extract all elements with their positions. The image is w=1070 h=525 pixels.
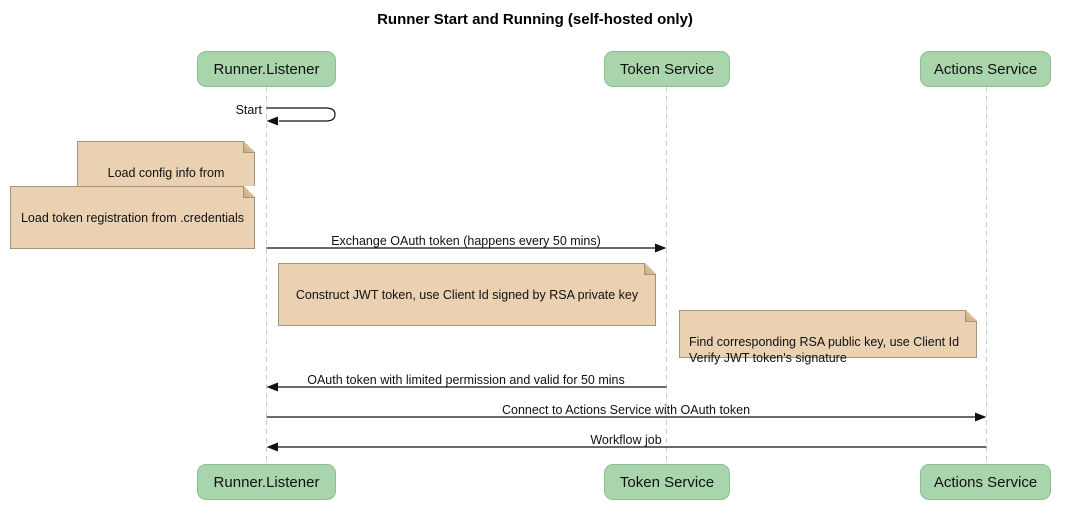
message-label-oauth-token-return: OAuth token with limited permission and … [307,373,625,387]
participant-bottom-token-service: Token Service [604,464,730,500]
participant-bottom-runner-listener: Runner.Listener [197,464,336,500]
note-fold [965,310,977,322]
arrowhead-connect-actions-service [975,412,987,422]
note-text: Load token registration from .credential… [20,211,245,225]
participant-top-token-service: Token Service [604,51,730,87]
message-label-start: Start [235,103,262,117]
note-fold [644,263,656,275]
note-verify-jwt: Find corresponding RSA public key, use C… [679,310,977,365]
note-text: Find corresponding RSA public key, use C… [689,335,960,365]
participant-top-actions-service: Actions Service [920,51,1051,87]
message-label-connect-actions-service: Connect to Actions Service with OAuth to… [501,403,751,417]
note-fold [243,141,255,153]
arrowhead-workflow-job [266,442,278,452]
note-text: Construct JWT token, use Client Id signe… [295,288,639,302]
note-fold [243,186,255,198]
arrowhead-exchange-oauth-token [655,243,667,253]
arrowhead-self-message [266,116,278,126]
message-label-exchange-oauth-token: Exchange OAuth token (happens every 50 m… [331,234,601,248]
participant-top-runner-listener: Runner.Listener [197,51,336,87]
self-message-loop [266,107,336,122]
message-label-workflow-job: Workflow job [590,433,662,447]
note-load-token-registration: Load token registration from .credential… [10,186,255,249]
diagram-title: Runner Start and Running (self-hosted on… [377,11,693,28]
note-construct-jwt: Construct JWT token, use Client Id signe… [278,263,656,326]
arrowhead-oauth-token-return [266,382,278,392]
participant-bottom-actions-service: Actions Service [920,464,1051,500]
